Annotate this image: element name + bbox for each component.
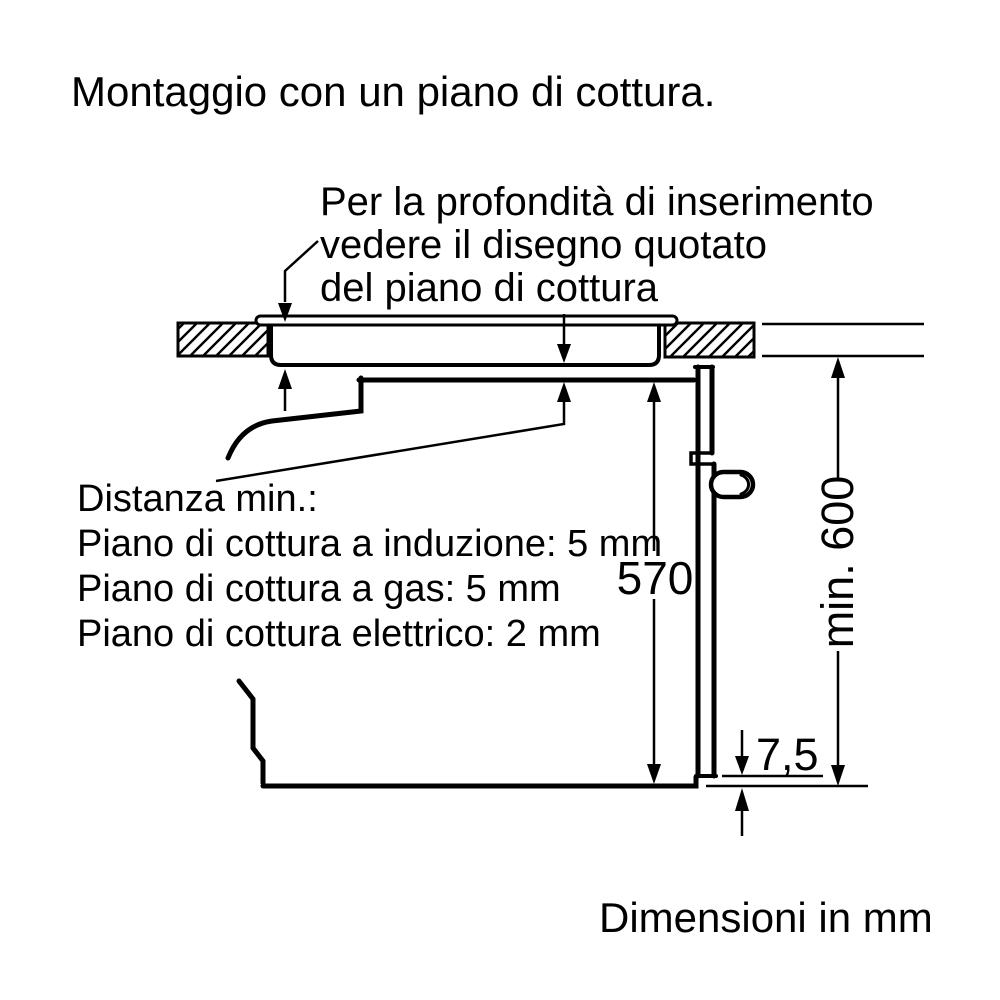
clearance-note-leader-arrowhead [557,382,571,402]
dimension-lines [215,240,868,836]
min-distance-gas-line: Piano di cottura a gas: 5 mm [77,568,561,610]
min-distance-induction-line: Piano di cottura a induzione: 5 mm [77,523,663,565]
insertion-depth-arrowhead [557,344,571,363]
cooktop-flange [254,314,679,327]
cooktop-body [269,318,661,367]
cooktop [254,314,679,367]
clearance-arrow-left-arrowhead [278,369,292,389]
cabinet-front-edge [225,375,364,461]
door-handle-cap [739,473,751,496]
dim-570-arrowhead-top [647,382,661,402]
min-distance-electric-line: Piano di cottura elettrico: 2 mm [77,613,601,655]
dim-75-arrowhead-up [735,788,749,811]
cabinet-break-line [236,678,266,786]
insertion-depth-note-line-2: vedere il disegno quotato [320,223,767,267]
dim-75-label: 7,5 [756,729,819,780]
insertion-depth-note-line-3: del piano di cottura [320,266,659,310]
dim-75-arrowhead-down [735,756,749,775]
countertop [176,321,924,359]
dim-600-arrowhead-bottom [831,765,845,786]
insertion-note-leader-line [283,240,319,302]
dim-600-label: min. 600 [812,475,863,649]
oven-bottom-line [260,774,699,789]
min-distance-note-heading: Distanza min.: [77,478,318,520]
dim-570-label: 570 [616,552,694,604]
min-distance-note: Distanza min.: Piano di cottura a induzi… [77,477,662,657]
door-handle [708,469,756,500]
dim-570-arrowhead-bottom [647,764,661,784]
countertop-right-section-hatch [663,321,756,359]
oven-outline [225,364,756,789]
countertop-left-section-hatch [176,321,270,358]
insertion-depth-note-line-1: Per la profondità di inserimento [320,180,874,224]
page-title: Montaggio con un piano di cottura. [71,68,716,115]
insertion-depth-note: Per la profondità di inserimento vedere … [320,181,874,310]
dim-600-arrowhead-top [831,357,845,378]
door-gap-notch [689,451,716,466]
clearance-note-leader-line [215,401,566,483]
units-note: Dimensioni in mm [599,894,933,941]
insertion-note-leader-arrowhead [278,303,292,322]
